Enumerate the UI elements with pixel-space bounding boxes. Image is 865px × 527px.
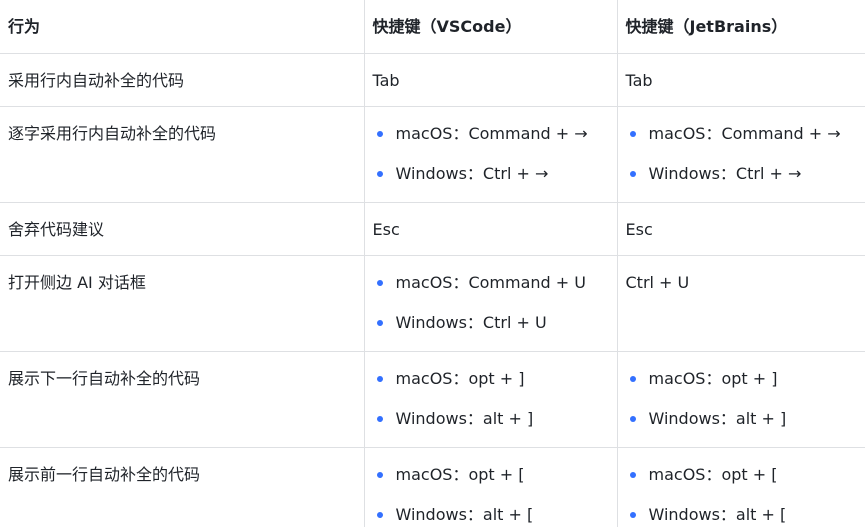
action-cell: 采用行内自动补全的代码 bbox=[0, 53, 365, 107]
table-row: 展示前一行自动补全的代码 macOS：opt + [ Windows：alt +… bbox=[0, 447, 865, 527]
list-item: macOS：opt + [ bbox=[626, 463, 858, 487]
list-item: Windows：alt + ] bbox=[373, 407, 609, 431]
vscode-cell: macOS：Command + U Windows：Ctrl + U bbox=[364, 255, 618, 352]
action-cell: 展示前一行自动补全的代码 bbox=[0, 447, 365, 527]
jetbrains-cell: Tab bbox=[617, 53, 865, 107]
list-item: Windows：Ctrl + → bbox=[373, 162, 609, 186]
table-row: 逐字采用行内自动补全的代码 macOS：Command + → Windows：… bbox=[0, 106, 865, 203]
list-item: macOS：Command + → bbox=[626, 122, 858, 146]
list-item: Windows：alt + [ bbox=[373, 503, 609, 527]
list-item: macOS：opt + ] bbox=[373, 367, 609, 391]
jetbrains-cell: Ctrl + U bbox=[617, 255, 865, 352]
list-item: macOS：opt + ] bbox=[626, 367, 858, 391]
table-row: 采用行内自动补全的代码 Tab Tab bbox=[0, 53, 865, 107]
header-jetbrains: 快捷键（JetBrains） bbox=[617, 0, 865, 54]
list-item: Windows：Ctrl + U bbox=[373, 311, 609, 335]
action-cell: 打开侧边 AI 对话框 bbox=[0, 255, 365, 352]
list-item: macOS：Command + → bbox=[373, 122, 609, 146]
action-cell: 展示下一行自动补全的代码 bbox=[0, 351, 365, 448]
shortcut-list: macOS：Command + → Windows：Ctrl + → bbox=[626, 122, 858, 186]
table-row: 舍弃代码建议 Esc Esc bbox=[0, 202, 865, 256]
shortcut-list: macOS：Command + U Windows：Ctrl + U bbox=[373, 271, 609, 335]
vscode-cell: macOS：opt + [ Windows：alt + [ bbox=[364, 447, 618, 527]
shortcut-list: macOS：opt + [ Windows：alt + [ bbox=[373, 463, 609, 527]
shortcut-list: macOS：Command + → Windows：Ctrl + → bbox=[373, 122, 609, 186]
jetbrains-cell: macOS：opt + [ Windows：alt + [ bbox=[617, 447, 865, 527]
list-item: Windows：Ctrl + → bbox=[626, 162, 858, 186]
vscode-cell: Esc bbox=[364, 202, 618, 256]
header-vscode: 快捷键（VSCode） bbox=[364, 0, 618, 54]
vscode-cell: macOS：opt + ] Windows：alt + ] bbox=[364, 351, 618, 448]
vscode-cell: Tab bbox=[364, 53, 618, 107]
header-action: 行为 bbox=[0, 0, 365, 54]
list-item: macOS：Command + U bbox=[373, 271, 609, 295]
shortcut-list: macOS：opt + [ Windows：alt + [ bbox=[626, 463, 858, 527]
jetbrains-cell: macOS：Command + → Windows：Ctrl + → bbox=[617, 106, 865, 203]
list-item: Windows：alt + ] bbox=[626, 407, 858, 431]
list-item: Windows：alt + [ bbox=[626, 503, 858, 527]
shortcut-list: macOS：opt + ] Windows：alt + ] bbox=[373, 367, 609, 431]
vscode-cell: macOS：Command + → Windows：Ctrl + → bbox=[364, 106, 618, 203]
jetbrains-cell: macOS：opt + ] Windows：alt + ] bbox=[617, 351, 865, 448]
action-cell: 逐字采用行内自动补全的代码 bbox=[0, 106, 365, 203]
table-row: 展示下一行自动补全的代码 macOS：opt + ] Windows：alt +… bbox=[0, 351, 865, 448]
list-item: macOS：opt + [ bbox=[373, 463, 609, 487]
shortcut-list: macOS：opt + ] Windows：alt + ] bbox=[626, 367, 858, 431]
action-cell: 舍弃代码建议 bbox=[0, 202, 365, 256]
table-row: 打开侧边 AI 对话框 macOS：Command + U Windows：Ct… bbox=[0, 255, 865, 352]
jetbrains-cell: Esc bbox=[617, 202, 865, 256]
table-header-row: 行为 快捷键（VSCode） 快捷键（JetBrains） bbox=[0, 0, 865, 54]
